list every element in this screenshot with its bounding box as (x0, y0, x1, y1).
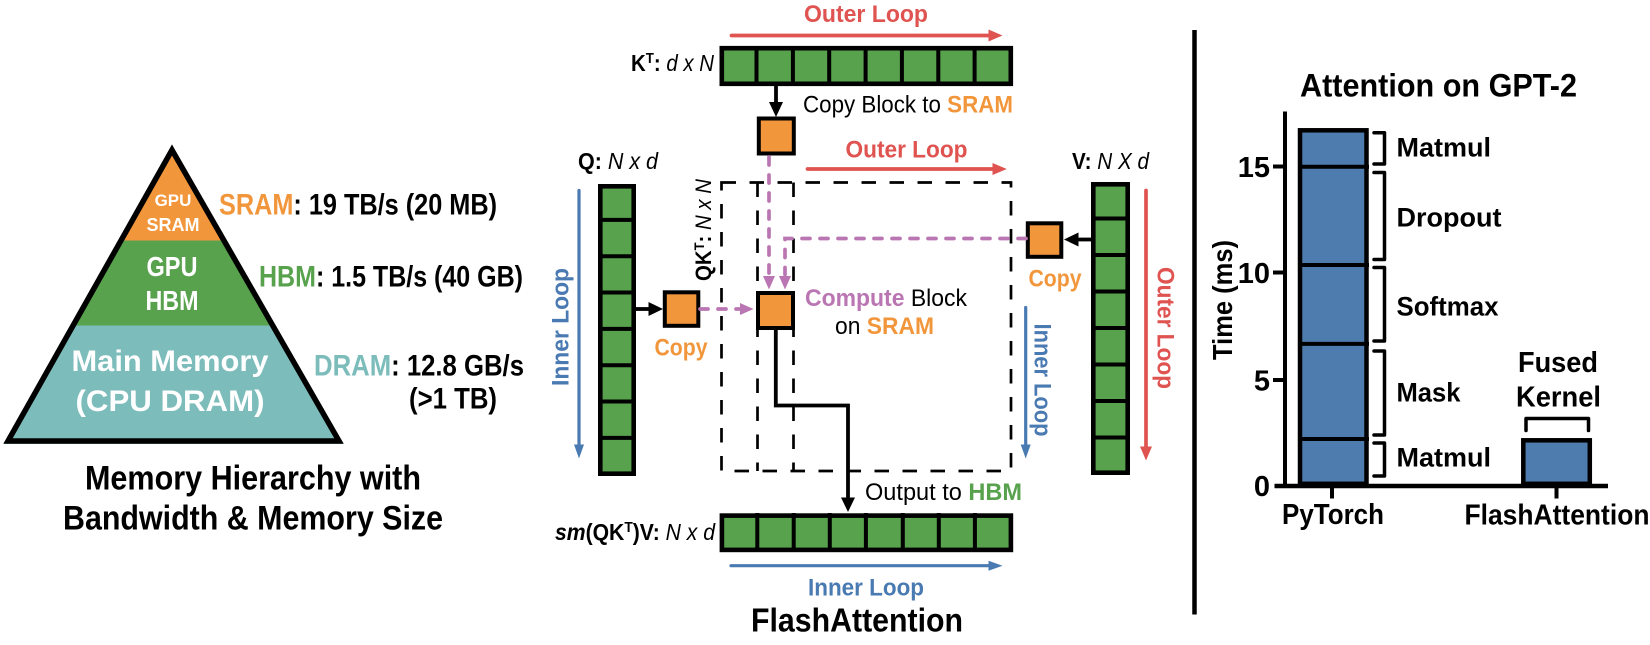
svg-text:Kernel: Kernel (1516, 382, 1601, 414)
svg-text:Inner Loop: Inner Loop (808, 575, 924, 602)
svg-text:GPU: GPU (155, 191, 192, 210)
svg-text:Matmul: Matmul (1397, 443, 1492, 473)
svg-text:HBM: 1.5 TB/s (40 GB): HBM: 1.5 TB/s (40 GB) (259, 261, 523, 294)
svg-text:Outer Loop: Outer Loop (1152, 267, 1179, 389)
svg-text:Copy: Copy (655, 335, 709, 362)
svg-text:Main Memory: Main Memory (72, 345, 269, 378)
svg-text:Softmax: Softmax (1397, 292, 1499, 322)
svg-text:Fused: Fused (1518, 347, 1598, 379)
svg-text:Q: N x d: Q: N x d (578, 148, 659, 174)
svg-text:Output to HBM: Output to HBM (865, 479, 1022, 506)
svg-text:Bandwidth & Memory Size: Bandwidth & Memory Size (63, 500, 443, 538)
svg-text:SRAM: SRAM (147, 215, 200, 235)
svg-text:Inner Loop: Inner Loop (1029, 324, 1056, 437)
svg-text:Copy Block to SRAM: Copy Block to SRAM (803, 92, 1013, 119)
svg-text:Outer Loop: Outer Loop (804, 1, 928, 28)
svg-text:SRAM: 19 TB/s (20 MB): SRAM: 19 TB/s (20 MB) (219, 189, 497, 222)
svg-text:Memory Hierarchy with: Memory Hierarchy with (85, 460, 421, 498)
svg-text:Attention on GPT-2: Attention on GPT-2 (1300, 68, 1577, 104)
svg-text:Inner Loop: Inner Loop (548, 268, 575, 386)
svg-text:HBM: HBM (146, 285, 199, 316)
svg-text:V: N X d: V: N X d (1072, 148, 1150, 174)
svg-text:FlashAttention: FlashAttention (1465, 500, 1650, 532)
svg-text:on SRAM: on SRAM (835, 313, 934, 340)
svg-text:Time (ms): Time (ms) (1207, 240, 1238, 360)
svg-text:Compute Block: Compute Block (805, 285, 968, 312)
svg-text:PyTorch: PyTorch (1282, 499, 1384, 531)
svg-text:Mask: Mask (1397, 378, 1462, 408)
svg-text:FlashAttention: FlashAttention (751, 602, 963, 639)
svg-text:GPU: GPU (147, 251, 198, 282)
svg-text:0: 0 (1254, 471, 1270, 503)
svg-text:Copy: Copy (1029, 266, 1083, 293)
svg-text:10: 10 (1238, 258, 1270, 290)
svg-text:Matmul: Matmul (1397, 133, 1492, 163)
svg-text:KT: d x N: KT: d x N (631, 50, 714, 76)
svg-text:sm(QKT)V: N x d: sm(QKT)V: N x d (555, 519, 716, 545)
svg-text:15: 15 (1238, 152, 1270, 184)
svg-text:5: 5 (1254, 366, 1270, 398)
svg-text:QKT: N x N: QKT: N x N (691, 179, 716, 281)
svg-text:(>1 TB): (>1 TB) (409, 383, 497, 416)
svg-text:Outer Loop: Outer Loop (846, 137, 968, 164)
svg-text:Dropout: Dropout (1397, 203, 1502, 233)
svg-text:(CPU DRAM): (CPU DRAM) (76, 385, 265, 418)
svg-text:DRAM: 12.8 GB/s: DRAM: 12.8 GB/s (314, 350, 524, 383)
